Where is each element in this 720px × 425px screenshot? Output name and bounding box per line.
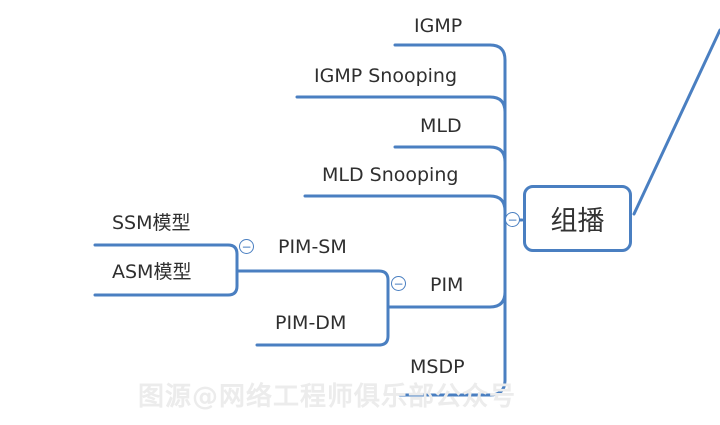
topic-ssm[interactable]: SSM模型 [112,212,191,234]
topic-mld[interactable]: MLD [420,115,462,137]
asm-connector [93,269,239,297]
collapse-pim-sm-toggle[interactable]: − [239,239,254,254]
topic-pim[interactable]: PIM [430,274,464,296]
topic-igmp[interactable]: IGMP [414,15,463,37]
collapse-pim-toggle[interactable]: − [391,276,406,291]
topic-asm[interactable]: ASM模型 [112,261,192,283]
igmp-snooping-underline [295,95,507,114]
topic-igmp-snooping[interactable]: IGMP Snooping [314,65,458,87]
pim-sm-connector [260,269,390,309]
topic-msdp[interactable]: MSDP [410,356,465,378]
trunk-down [488,218,507,397]
collapse-root-toggle[interactable]: − [505,212,520,227]
parent-connector [632,28,720,216]
mld-underline [393,145,507,164]
pim-dm-connector [255,305,390,347]
topic-pim-dm[interactable]: PIM-DM [275,312,347,334]
root-topic[interactable]: 组播 [523,185,632,252]
mld-snooping-underline [303,194,507,213]
pim-underline [406,290,507,309]
topic-mld-snooping[interactable]: MLD Snooping [322,164,459,186]
ssm-connector [93,243,239,273]
trunk-up [488,43,507,222]
topic-pim-sm[interactable]: PIM-SM [278,236,347,258]
watermark-text: 图源@网络工程师俱乐部公众号 [138,382,517,412]
